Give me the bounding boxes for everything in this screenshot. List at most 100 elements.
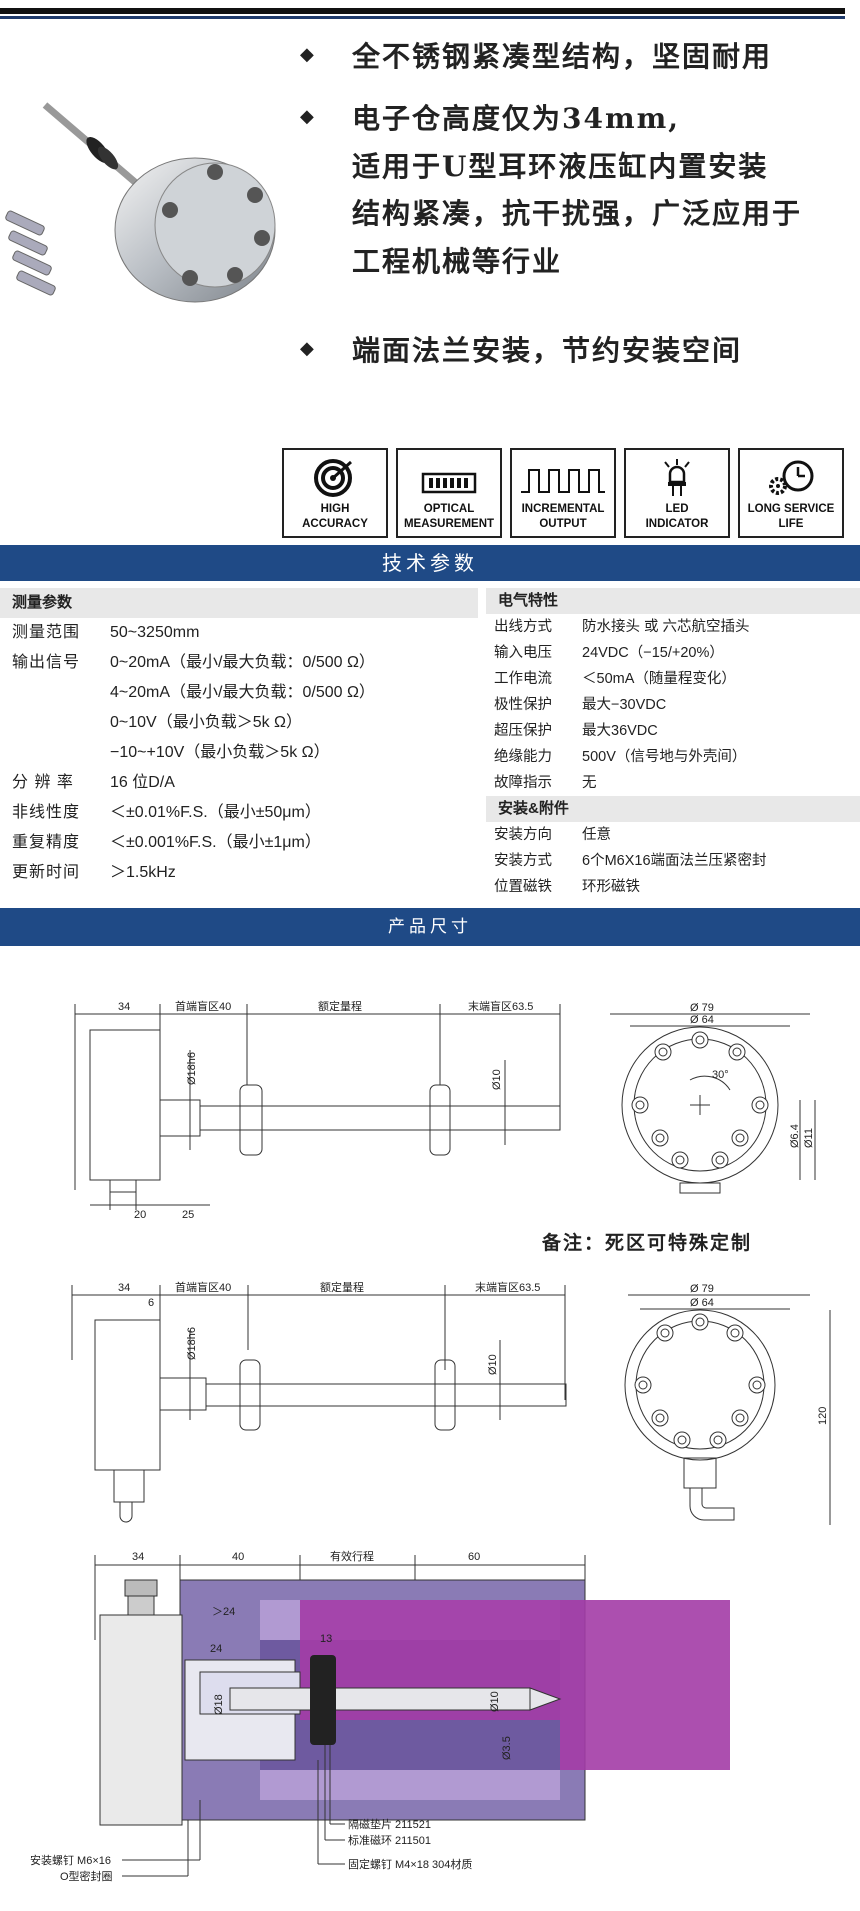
badge-label-1: INCREMENTAL	[521, 503, 605, 516]
badge-label-1: LONG SERVICE	[747, 503, 835, 516]
pulse-icon	[521, 469, 605, 494]
param-label: 出线方式	[494, 619, 552, 635]
dim-d10: Ø10	[491, 1069, 503, 1090]
dim-d11: Ø11	[803, 1128, 815, 1148]
param-label: 工作电流	[494, 671, 552, 687]
callout-fixing-screw: 固定螺钉 M4×18 304材质	[348, 1857, 472, 1871]
badge-long-service-life: LONG SERVICE LIFE	[738, 448, 844, 538]
dim-d79: Ø 79	[690, 1002, 714, 1014]
param-value: 50~3250mm	[110, 624, 200, 641]
dim-6: 6	[148, 1297, 154, 1309]
feature-2: ◆ 电子仓高度仅为34mm, 适用于U型耳环液压缸内置安装 结构紧凑，抗干扰强，…	[300, 102, 802, 278]
dim-40: 40	[232, 1551, 244, 1563]
callout-mount-screw: 安装螺钉 M6×16	[30, 1853, 111, 1867]
param-label: 安装方向	[494, 827, 552, 843]
dim-120: 120	[817, 1407, 829, 1425]
param-label: 极性保护	[494, 697, 552, 713]
badge-label-1: LED	[665, 503, 689, 516]
drawing-1-dims: 34 首端盲区40 额定量程 末端盲区63.5 Ø18h6 Ø10 20 25 …	[118, 999, 815, 1221]
badge-label-1: OPTICAL	[423, 503, 475, 516]
dim-d79: Ø 79	[690, 1283, 714, 1295]
dim-d10: Ø10	[489, 1691, 501, 1712]
drawing-2-dims: 34 6 首端盲区40 额定量程 末端盲区63.5 Ø18h6 Ø10 Ø 79…	[118, 1280, 829, 1425]
dimension-drawings: 34 首端盲区40 额定量程 末端盲区63.5 Ø18h6 Ø10 20 25 …	[30, 999, 831, 1883]
param-row: 安装方向任意	[486, 822, 860, 848]
dim-34: 34	[132, 1551, 144, 1563]
electrical-params-title: 电气特性	[486, 588, 860, 614]
param-value: ＜±0.01%F.S.（最小±50μm）	[110, 804, 321, 821]
top-rule	[0, 8, 845, 14]
diamond-bullet-icon: ◆	[300, 338, 316, 359]
badge-led-indicator: LED INDICATOR	[624, 448, 730, 538]
dim-head-deadzone: 首端盲区40	[175, 999, 231, 1013]
param-row: 重复精度＜±0.001%F.S.（最小±1μm）	[0, 828, 478, 858]
feature-1: ◆ 全不锈钢紧凑型结构，坚固耐用	[300, 40, 772, 74]
param-label: 绝缘能力	[494, 749, 552, 765]
param-row: 极性保护最大−30VDC	[486, 692, 860, 718]
feature-badges: HIGH ACCURACY OPTICAL MEASUREMENT INCREM…	[282, 448, 844, 538]
feature-2-line-3: 工程机械等行业	[352, 244, 563, 278]
tech-params-header: 技术参数	[0, 545, 860, 581]
badge-optical-measurement: OPTICAL MEASUREMENT	[396, 448, 502, 538]
dim-34: 34	[118, 1001, 130, 1013]
dim-13: 13	[320, 1633, 332, 1645]
dim-d18: Ø18	[213, 1694, 225, 1715]
drawing-3	[94, 1555, 730, 1877]
param-value: ＞1.5kHz	[110, 864, 176, 881]
diamond-bullet-icon: ◆	[300, 106, 316, 127]
sensor-product-image	[5, 102, 276, 303]
param-row: 更新时间 ＞1.5kHz	[0, 858, 478, 888]
param-value: 最大36VDC	[582, 723, 658, 739]
param-label: 分 辨 率	[12, 774, 74, 791]
dim-d10: Ø10	[487, 1354, 499, 1375]
param-value: 0~10V（最小负载＞5k Ω）	[110, 714, 303, 731]
param-label: 输入电压	[494, 645, 552, 661]
param-value: 24VDC（−15/+20%）	[582, 645, 724, 661]
badge-label-2: INDICATOR	[645, 517, 709, 530]
param-row: 故障指示无	[486, 770, 860, 796]
dim-tail-deadzone: 末端盲区63.5	[475, 1280, 540, 1294]
dim-d64: Ø 64	[690, 1297, 714, 1309]
param-value: ＜±0.001%F.S.（最小±1μm）	[110, 834, 321, 851]
feature-3: ◆ 端面法兰安装，节约安装空间	[300, 334, 742, 368]
drawing-3-dims: 34 40 有效行程 60 ＞24 13 24 Ø18 Ø10 Ø3.5 隔磁垫…	[30, 1549, 513, 1883]
feature-2-line-2: 结构紧凑，抗干扰强，广泛应用于	[352, 197, 803, 231]
dim-d6-4: Ø6.4	[789, 1124, 801, 1148]
callout-magnet-ring: 标准磁环 211501	[348, 1833, 431, 1847]
feature-3-text: 端面法兰安装，节约安装空间	[352, 334, 743, 367]
dim-tail-deadzone: 末端盲区63.5	[468, 999, 533, 1013]
dim-20: 20	[134, 1209, 146, 1221]
hero-section: ◆ 全不锈钢紧凑型结构，坚固耐用 ◆ 电子仓高度仅为34mm, 适用于U型耳环液…	[0, 40, 860, 400]
param-row: 工作电流 ＜50mA（随量程变化）	[486, 666, 860, 692]
dim-d3-5: Ø3.5	[501, 1736, 513, 1760]
badge-label-2: MEASUREMENT	[403, 517, 495, 530]
drawing-2	[71, 1285, 831, 1525]
dim-60: 60	[468, 1551, 480, 1563]
param-value: ＜50mA（随量程变化）	[582, 671, 736, 687]
feature-2-text: 电子仓高度仅为34mm,	[352, 102, 680, 135]
param-label: 输出信号	[12, 654, 81, 671]
dim-range: 额定量程	[318, 999, 362, 1013]
param-value: −10~+10V（最小负载＞5k Ω）	[110, 744, 330, 761]
param-value: 环形磁铁	[582, 879, 640, 895]
param-label: 更新时间	[12, 864, 81, 881]
badge-incremental-output: INCREMENTAL OUTPUT	[510, 448, 616, 538]
feature-1-text: 全不锈钢紧凑型结构，坚固耐用	[352, 40, 773, 73]
top-rule-blue	[0, 16, 845, 19]
dim-d18: Ø18h6	[186, 1052, 198, 1085]
dim-d64: Ø 64	[690, 1014, 714, 1026]
badge-label-1: HIGH	[320, 503, 350, 516]
param-row: 测量范围 50~3250mm	[0, 618, 478, 648]
param-label: 非线性度	[12, 804, 81, 821]
param-label: 测量范围	[12, 624, 81, 641]
dim-head-deadzone: 首端盲区40	[175, 1280, 231, 1294]
dim-24: 24	[210, 1643, 222, 1655]
